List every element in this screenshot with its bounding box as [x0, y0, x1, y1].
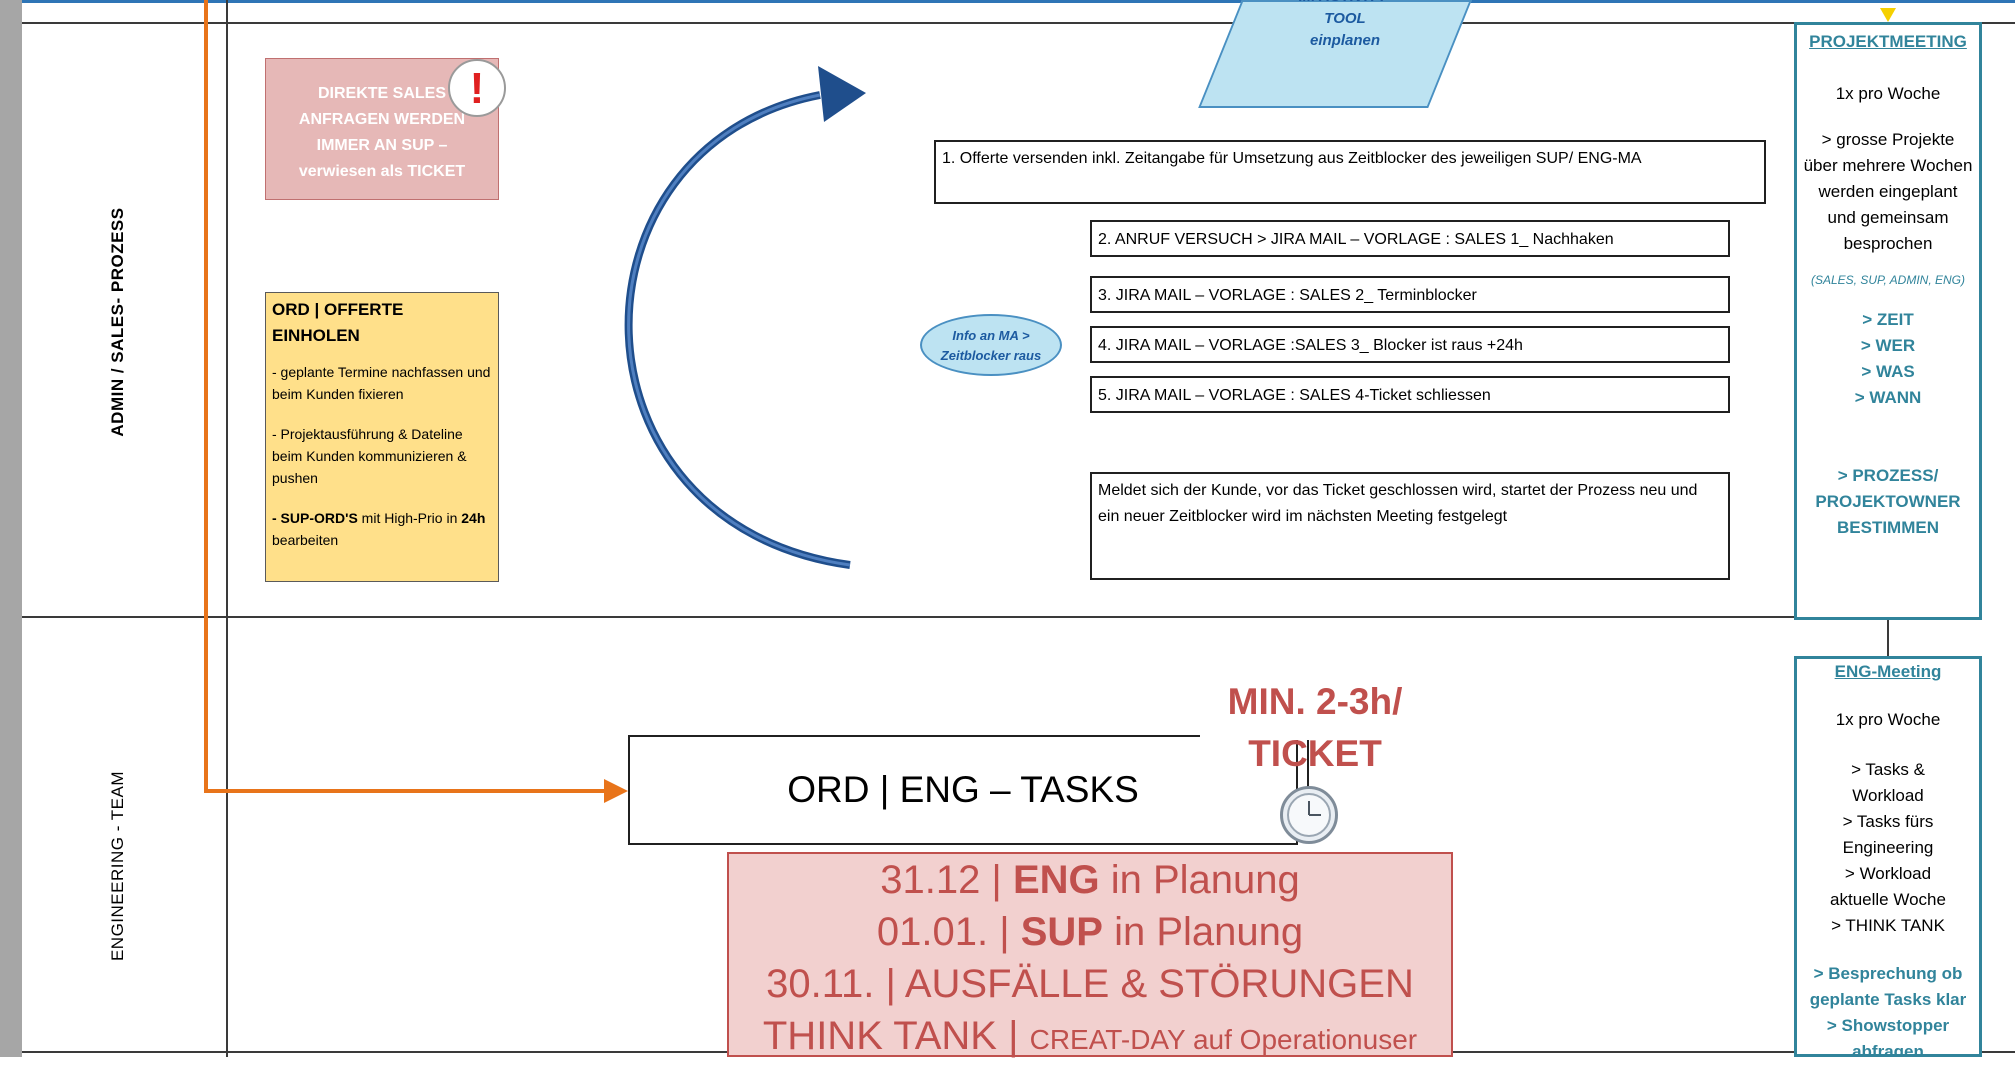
- step-3: 3. JIRA MAIL – VORLAGE : SALES 2_ Termin…: [1090, 276, 1730, 313]
- engmeeting-item-5: > Workload: [1844, 864, 1932, 883]
- direct-sales-note: DIREKTE SALES ANFRAGEN WERDEN IMMER AN S…: [265, 58, 499, 200]
- eng-tasks-box: ORD | ENG – TASKS: [628, 735, 1298, 845]
- lane-divider: [22, 616, 1794, 618]
- engmeeting-item-7: > THINK TANK: [1831, 916, 1945, 935]
- projektmeeting-owner-2: PROJEKTOWNER: [1815, 492, 1961, 511]
- offer-title-1: ORD | OFFERTE: [272, 300, 404, 319]
- top-border: [22, 0, 2015, 3]
- orange-flow-arrow: [204, 0, 610, 793]
- offer-item-3-bold2: 24h: [461, 510, 486, 526]
- step-2: 2. ANRUF VERSUCH > JIRA MAIL – VORLAGE :…: [1090, 220, 1730, 257]
- projektmeeting-item-was: > WAS: [1861, 362, 1915, 381]
- projektmeeting-freq: 1x pro Woche: [1835, 84, 1941, 103]
- planning-line-4-small: CREAT-DAY auf Operationuser: [1029, 1024, 1418, 1055]
- planning-line-2-bold: SUP: [1020, 910, 1103, 954]
- planning-box: 31.12 | ENG in Planung 01.01. | SUP in P…: [727, 852, 1453, 1058]
- warning-line-3: IMMER AN SUP –: [316, 137, 448, 154]
- offer-item-3-bold: - SUP-ORD'S: [272, 510, 358, 526]
- planning-line-3: 30.11. | AUSFÄLLE & STÖRUNGEN: [766, 962, 1414, 1006]
- engmeeting-item-3: > Tasks fürs: [1842, 812, 1934, 831]
- warning-line-1: DIREKTE SALES: [317, 85, 446, 102]
- left-rail: [0, 0, 22, 1057]
- min-time-label: MIN. 2-3h/ TICKET: [1190, 676, 1440, 780]
- orange-arrow-head: [604, 779, 628, 803]
- engmeeting-freq: 1x pro Woche: [1835, 710, 1941, 729]
- engmeeting-item-6: aktuelle Woche: [1830, 890, 1946, 909]
- planning-line-1-rest: in Planung: [1099, 858, 1300, 902]
- blue-curved-arrow: [624, 91, 851, 569]
- offer-item-3-end: bearbeiten: [272, 532, 339, 548]
- engmeeting-item-4: Engineering: [1842, 838, 1934, 857]
- projektmeeting-item-zeit: > ZEIT: [1862, 310, 1914, 329]
- projektmeeting-roles: (SALES, SUP, ADMIN, ENG): [1810, 273, 1966, 287]
- offer-item-1: - geplante Termine nachfassen und beim K…: [272, 364, 491, 402]
- engmeeting-box: ENG-Meeting 1x pro Woche > Tasks & Workl…: [1794, 656, 1982, 1057]
- engmeeting-teal-1: > Besprechung ob: [1813, 964, 1963, 983]
- projektmeeting-owner-1: > PROZESS/: [1837, 466, 1939, 485]
- restart-note: Meldet sich der Kunde, vor das Ticket ge…: [1090, 472, 1730, 580]
- projektmeeting-item-wer: > WER: [1860, 336, 1916, 355]
- yellow-marker-icon: [1880, 8, 1896, 22]
- offer-item-2: - Projektausführung & Dateline beim Kund…: [272, 426, 467, 486]
- offer-item-3-text: mit High-Prio in: [357, 510, 462, 526]
- min-time-line-2: TICKET: [1248, 733, 1382, 774]
- offer-note: ORD | OFFERTE EINHOLEN - geplante Termin…: [265, 292, 499, 582]
- projektmeeting-desc: > grosse Projekte über mehrere Wochen we…: [1803, 130, 1973, 253]
- planning-line-4: THINK TANK | CREAT-DAY auf Operationuser: [729, 1010, 1451, 1066]
- lane-top-line: [22, 22, 2015, 24]
- projektmeeting-item-wann: > WANN: [1854, 388, 1922, 407]
- offer-item-3: - SUP-ORD'S mit High-Prio in 24h bearbei…: [272, 507, 492, 551]
- exclamation-icon: !: [448, 59, 506, 117]
- planning-line-1-bold: ENG: [1012, 858, 1100, 902]
- engmeeting-item-2: Workload: [1852, 786, 1924, 805]
- info-bubble: Info an MA > Zeitblocker raus: [920, 314, 1062, 376]
- planning-line-4-main: THINK TANK |: [762, 1014, 1030, 1058]
- activity-tool-line-3: einplanen: [1309, 32, 1380, 49]
- engmeeting-item-1: > Tasks &: [1851, 760, 1925, 779]
- step-5: 5. JIRA MAIL – VORLAGE : SALES 4-Ticket …: [1090, 376, 1730, 413]
- offer-title-2: EINHOLEN: [272, 326, 360, 345]
- projektmeeting-box: PROJEKTMEETING 1x pro Woche > grosse Pro…: [1794, 22, 1982, 620]
- activity-tool-line-2: TOOL: [1324, 10, 1366, 27]
- callout-mask: [1200, 700, 1400, 740]
- planning-line-1-date: 31.12 |: [880, 858, 1013, 902]
- step-4: 4. JIRA MAIL – VORLAGE :SALES 3_ Blocker…: [1090, 326, 1730, 363]
- planning-line-1: 31.12 | ENG in Planung: [729, 854, 1451, 906]
- label-column-divider: [226, 0, 228, 1057]
- bubble-line-1: Info an MA >: [952, 328, 1030, 343]
- engmeeting-teal-2: geplante Tasks klar: [1809, 990, 1967, 1009]
- planning-line-2-rest: in Planung: [1102, 910, 1304, 954]
- step-1: 1. Offerte versenden inkl. Zeitangabe fü…: [934, 140, 1766, 204]
- projektmeeting-title: PROJEKTMEETING: [1809, 32, 1967, 51]
- warning-line-2: ANFRAGEN WERDEN: [298, 111, 466, 128]
- engmeeting-teal-4: abfragen: [1852, 1042, 1924, 1057]
- warning-line-4: verwiesen als TICKET: [298, 163, 466, 180]
- activity-tool-line-1: IM ACTIVITY-: [1250, 0, 1440, 8]
- planning-line-2-date: 01.01. |: [876, 910, 1021, 954]
- engmeeting-title: ENG-Meeting: [1834, 662, 1942, 681]
- min-time-line-1: MIN. 2-3h/: [1227, 681, 1403, 722]
- planning-line-2: 01.01. | SUP in Planung: [729, 906, 1451, 958]
- engmeeting-teal-3: > Showstopper: [1826, 1016, 1950, 1035]
- blue-arrow-head: [818, 66, 866, 122]
- projektmeeting-owner-3: BESTIMMEN: [1837, 518, 1939, 537]
- bubble-line-2: Zeitblocker raus: [940, 348, 1042, 363]
- clock-icon: [1280, 786, 1338, 844]
- activity-tool-text: IM ACTIVITY- TOOL einplanen: [1250, 0, 1440, 52]
